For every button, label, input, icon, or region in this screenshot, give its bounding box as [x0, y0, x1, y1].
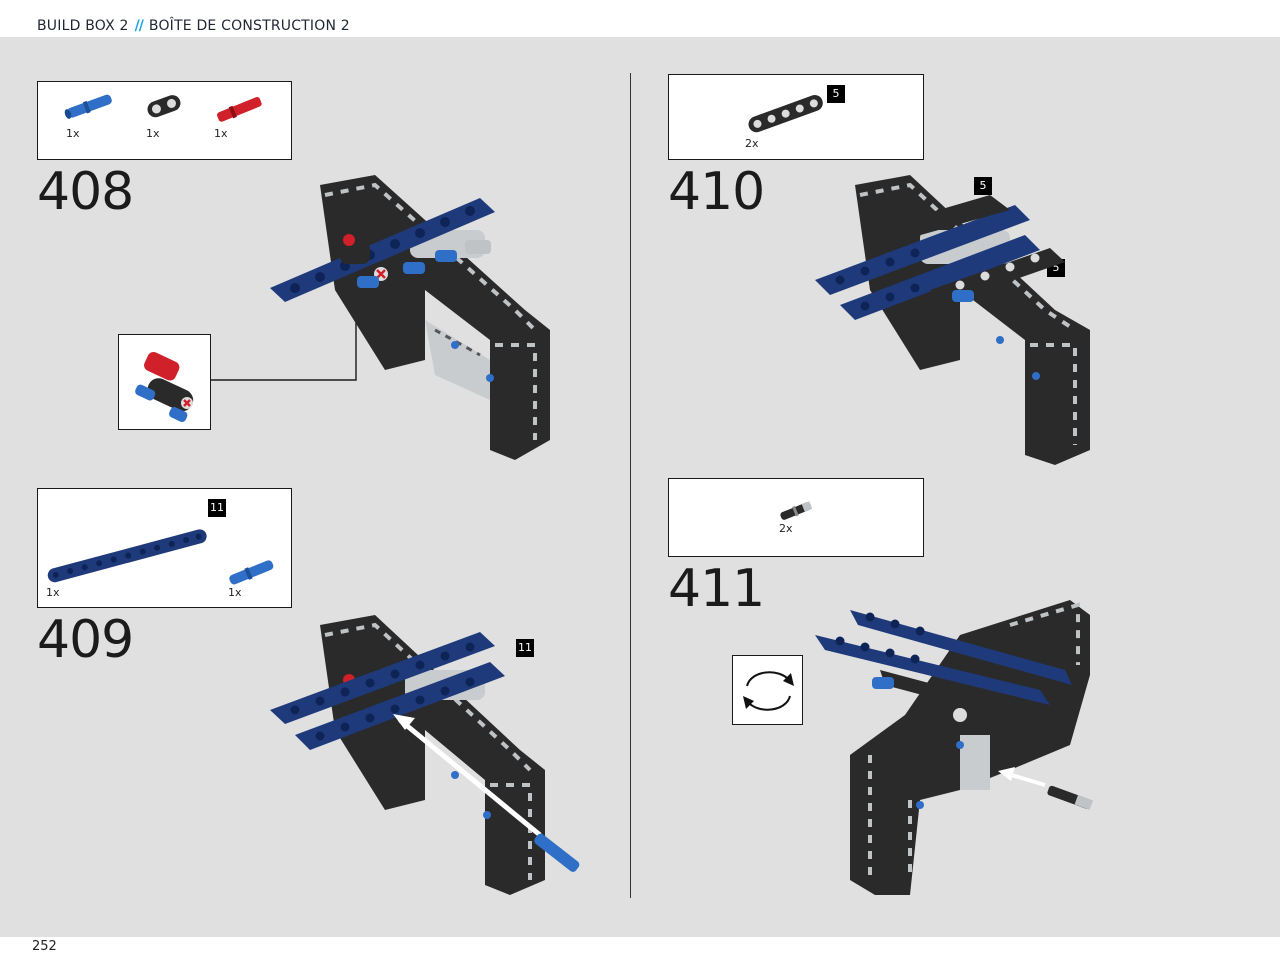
part-qty: 2x: [745, 137, 759, 150]
model-illustration-411: [815, 600, 1094, 895]
step-number-408: 408: [37, 162, 134, 222]
part-qty: 1x: [46, 586, 60, 599]
parts-411-graphics: [780, 501, 813, 520]
blue-pin-icon: [229, 560, 274, 585]
beam-length-badge: 11: [516, 639, 534, 657]
blue-pin-icon: [64, 94, 112, 119]
part-qty: 1x: [146, 127, 160, 140]
step-number-410: 410: [668, 162, 765, 222]
rotate-model-callout: [732, 655, 803, 725]
parts-callout-409: 1x 1x 11: [37, 488, 292, 608]
footer-bar: [0, 937, 1280, 974]
subassembly-408-graphics: [135, 351, 194, 423]
beam-length-badge: 11: [208, 499, 226, 517]
header-separator: //: [134, 18, 144, 34]
parts-callout-408: 1x 1x 1x: [37, 81, 292, 160]
black-axle-pin-icon: [780, 501, 813, 520]
black-connector-icon: [147, 95, 181, 118]
black-beam-icon: [748, 95, 823, 133]
header-title: BUILD BOX 2 //BOÎTE DE CONSTRUCTION 2: [37, 18, 350, 34]
parts-callout-411: 2x: [668, 478, 924, 557]
beam-length-badge: 5: [974, 177, 992, 195]
part-qty: 2x: [779, 522, 793, 535]
page-number: 252: [32, 939, 57, 954]
parts-callout-410: 2x 5: [668, 74, 924, 160]
parts-410-graphics: [748, 95, 823, 133]
parts-409-graphics: [47, 529, 274, 585]
parts-408-graphics: [64, 94, 262, 122]
model-illustration-410: [815, 175, 1090, 465]
column-divider: [630, 73, 631, 898]
subassembly-callout-408: [118, 334, 211, 430]
dark-blue-beam-icon: [47, 529, 207, 583]
red-axle-icon: [217, 97, 262, 122]
model-illustration-409: [270, 615, 580, 895]
header-bar: [0, 0, 1280, 37]
step-number-409: 409: [37, 610, 134, 670]
beam-length-badge: 5: [827, 85, 845, 103]
part-qty: 1x: [66, 127, 80, 140]
step-number-411: 411: [668, 559, 765, 619]
part-qty: 1x: [214, 127, 228, 140]
model-illustration-408: [270, 175, 550, 460]
instruction-page: [0, 37, 1280, 937]
part-qty: 1x: [228, 586, 242, 599]
header-title-left: BUILD BOX 2: [37, 18, 129, 34]
header-title-right: BOÎTE DE CONSTRUCTION 2: [148, 18, 350, 34]
rotate-model-icon: [743, 671, 794, 711]
